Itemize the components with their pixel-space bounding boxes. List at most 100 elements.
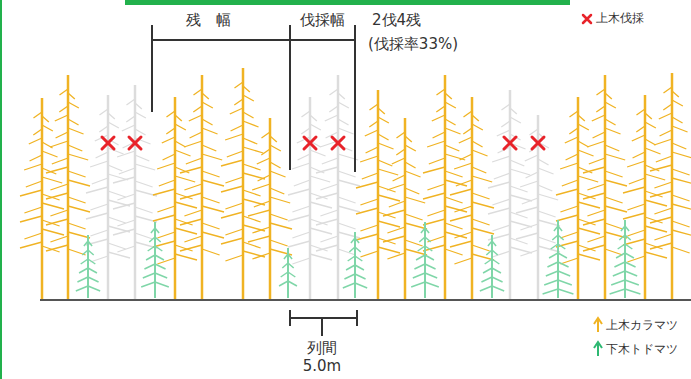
stroke	[155, 246, 162, 251]
stroke	[427, 184, 445, 190]
stroke	[42, 246, 60, 252]
stroke	[154, 222, 156, 298]
stroke	[202, 232, 224, 238]
stroke	[270, 223, 292, 229]
stroke	[149, 237, 155, 242]
stroke	[551, 244, 558, 249]
stroke	[366, 147, 378, 153]
legend-label: 下木トドマツ	[606, 343, 678, 356]
stroke	[108, 243, 126, 249]
stroke	[654, 234, 672, 240]
stroke	[304, 137, 316, 149]
stroke	[578, 176, 598, 182]
stroke	[605, 197, 623, 203]
stroke	[483, 268, 492, 273]
stroke	[378, 143, 394, 149]
stroke	[175, 115, 182, 121]
stroke	[378, 195, 400, 201]
left-bar	[0, 0, 2, 379]
dimension-label: 残 幅	[186, 12, 231, 29]
stroke	[492, 225, 510, 231]
stroke	[587, 184, 605, 190]
stroke	[488, 182, 510, 188]
stroke	[672, 143, 686, 149]
stroke	[252, 253, 270, 259]
stroke	[50, 141, 68, 147]
stroke	[316, 193, 338, 199]
stroke	[625, 280, 639, 285]
stroke	[310, 176, 330, 182]
stroke	[329, 106, 338, 112]
stroke	[378, 221, 400, 227]
stroke	[425, 228, 429, 233]
stroke	[86, 213, 108, 219]
stroke	[492, 277, 503, 282]
stroke	[50, 236, 68, 242]
stroke	[556, 189, 578, 195]
stroke	[88, 241, 92, 246]
stroke	[672, 178, 691, 184]
stroke	[292, 163, 310, 169]
stroke	[180, 219, 202, 225]
stroke	[472, 228, 494, 234]
stroke	[558, 226, 562, 231]
stroke	[510, 195, 532, 201]
stroke	[46, 219, 68, 225]
stroke	[488, 208, 510, 214]
stroke	[562, 180, 578, 186]
stroke	[625, 235, 631, 240]
stroke	[405, 136, 412, 142]
stroke	[248, 236, 270, 242]
stroke	[552, 235, 558, 240]
stroke	[338, 206, 360, 212]
stroke	[362, 173, 378, 179]
stroke	[618, 244, 625, 249]
stroke	[117, 246, 135, 252]
stroke	[525, 155, 538, 161]
stroke	[558, 289, 573, 294]
stroke	[610, 289, 625, 294]
stroke	[56, 132, 68, 138]
stroke	[135, 181, 153, 187]
stroke	[605, 180, 627, 186]
stroke	[672, 230, 691, 236]
stroke	[596, 106, 605, 112]
stroke	[294, 180, 310, 186]
stroke	[445, 102, 456, 108]
stroke	[544, 280, 558, 285]
stroke	[225, 255, 243, 261]
stroke	[174, 97, 177, 300]
stroke	[355, 247, 361, 252]
stroke	[577, 97, 580, 300]
stroke	[450, 241, 472, 247]
stroke	[42, 177, 62, 183]
stroke	[202, 223, 220, 229]
stroke	[29, 138, 42, 144]
stroke	[202, 93, 209, 99]
stroke	[445, 223, 463, 229]
stroke	[444, 75, 447, 300]
stroke	[99, 109, 108, 115]
stroke	[254, 201, 270, 207]
stroke	[242, 68, 245, 300]
stroke	[184, 141, 202, 147]
stroke	[270, 214, 288, 220]
stroke	[88, 268, 97, 273]
stroke	[627, 161, 645, 167]
stroke	[492, 268, 501, 273]
stroke	[320, 236, 338, 242]
stroke	[627, 256, 645, 262]
stroke	[30, 155, 42, 161]
stroke	[146, 255, 155, 260]
stroke	[583, 167, 605, 173]
stroke	[77, 277, 88, 282]
stroke	[20, 216, 42, 222]
stroke	[421, 228, 425, 233]
legend-label: 上木カラマツ	[606, 319, 678, 332]
stroke	[159, 180, 175, 186]
legend-icons	[583, 15, 602, 356]
stroke	[472, 115, 479, 121]
stroke	[108, 217, 126, 223]
stroke	[492, 286, 504, 291]
stroke	[583, 245, 605, 251]
